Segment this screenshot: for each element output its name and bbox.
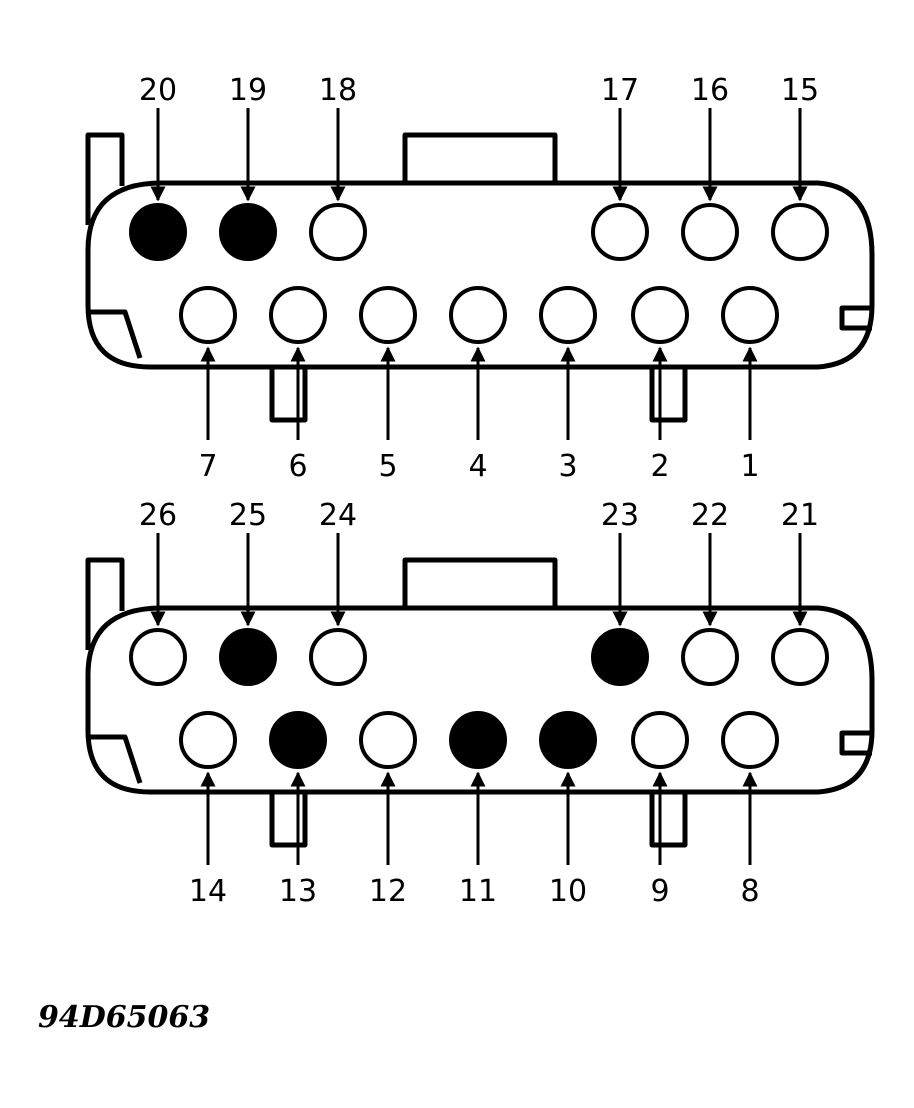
pin-label-23: 23 [601,498,639,533]
open-pin-cavity [179,711,237,769]
open-pin-cavity [309,628,367,686]
connector-housing [85,605,875,795]
pin-label-11: 11 [459,874,497,909]
pin-8: 8 [721,711,779,909]
connector-housing [85,180,875,370]
pin-21: 21 [771,498,829,686]
pin-26: 26 [129,498,187,686]
pin-16: 16 [681,73,739,261]
latch-tab [402,557,558,608]
corner-notch [90,734,143,784]
open-pin-cavity [539,286,597,344]
filled-pin-cavity [219,628,277,686]
pin-4: 4 [449,286,507,484]
pin-label-1: 1 [740,449,759,484]
pin-23: 23 [591,498,649,686]
pin-label-3: 3 [558,449,577,484]
pin-9: 9 [631,711,689,909]
filled-pin-cavity [591,628,649,686]
pin-label-18: 18 [319,73,357,108]
connector-lower: 26 25 24 23 22 21 14 13 12 11 10 9 8 [85,498,875,909]
pin-label-10: 10 [549,874,587,909]
open-pin-cavity [681,203,739,261]
pin-5: 5 [359,286,417,484]
pin-label-12: 12 [369,874,407,909]
pin-label-9: 9 [650,874,669,909]
filled-pin-cavity [449,711,507,769]
pin-17: 17 [591,73,649,261]
corner-notch [90,309,143,359]
open-pin-cavity [771,628,829,686]
pin-24: 24 [309,498,367,686]
open-pin-cavity [631,286,689,344]
filled-pin-cavity [129,203,187,261]
pin-19: 19 [219,73,277,261]
open-pin-cavity [631,711,689,769]
pin-label-26: 26 [139,498,177,533]
filled-pin-cavity [219,203,277,261]
pin-11: 11 [449,711,507,909]
bottom-key-left [269,792,308,848]
filled-pin-cavity [269,711,327,769]
pin-7: 7 [179,286,237,484]
figure-id: 94D65063 [38,1000,211,1035]
pin-12: 12 [359,711,417,909]
open-pin-cavity [359,711,417,769]
pin-1: 1 [721,286,779,484]
open-pin-cavity [179,286,237,344]
pin-6: 6 [269,286,327,484]
pin-label-2: 2 [650,449,669,484]
pin-label-19: 19 [229,73,267,108]
pin-label-8: 8 [740,874,759,909]
pin-18: 18 [309,73,367,261]
filled-pin-cavity [539,711,597,769]
open-pin-cavity [721,286,779,344]
pin-14: 14 [179,711,237,909]
pin-2: 2 [631,286,689,484]
pin-label-5: 5 [378,449,397,484]
pin-label-6: 6 [288,449,307,484]
open-pin-cavity [129,628,187,686]
pin-13: 13 [269,711,327,909]
open-pin-cavity [591,203,649,261]
pin-label-4: 4 [468,449,487,484]
latch-tab [402,132,558,183]
pin-label-14: 14 [189,874,227,909]
open-pin-cavity [721,711,779,769]
pin-label-15: 15 [781,73,819,108]
side-key [839,305,872,331]
bottom-key-left [269,367,308,423]
pin-label-25: 25 [229,498,267,533]
pin-label-17: 17 [601,73,639,108]
open-pin-cavity [309,203,367,261]
bottom-key-right [649,792,688,848]
open-pin-cavity [449,286,507,344]
open-pin-cavity [771,203,829,261]
open-pin-cavity [359,286,417,344]
pin-20: 20 [129,73,187,261]
open-pin-cavity [681,628,739,686]
pin-label-7: 7 [198,449,217,484]
pin-label-21: 21 [781,498,819,533]
pin-label-24: 24 [319,498,357,533]
pin-label-16: 16 [691,73,729,108]
open-pin-cavity [269,286,327,344]
pin-15: 15 [771,73,829,261]
pin-22: 22 [681,498,739,686]
pin-25: 25 [219,498,277,686]
side-key [839,730,872,756]
pin-label-20: 20 [139,73,177,108]
locking-arm [85,557,125,650]
pin-3: 3 [539,286,597,484]
pin-label-22: 22 [691,498,729,533]
bottom-key-right [649,367,688,423]
pin-10: 10 [539,711,597,909]
locking-arm [85,132,125,225]
connector-upper: 20 19 18 17 16 15 7 6 5 4 3 2 1 [85,73,875,484]
pin-label-13: 13 [279,874,317,909]
